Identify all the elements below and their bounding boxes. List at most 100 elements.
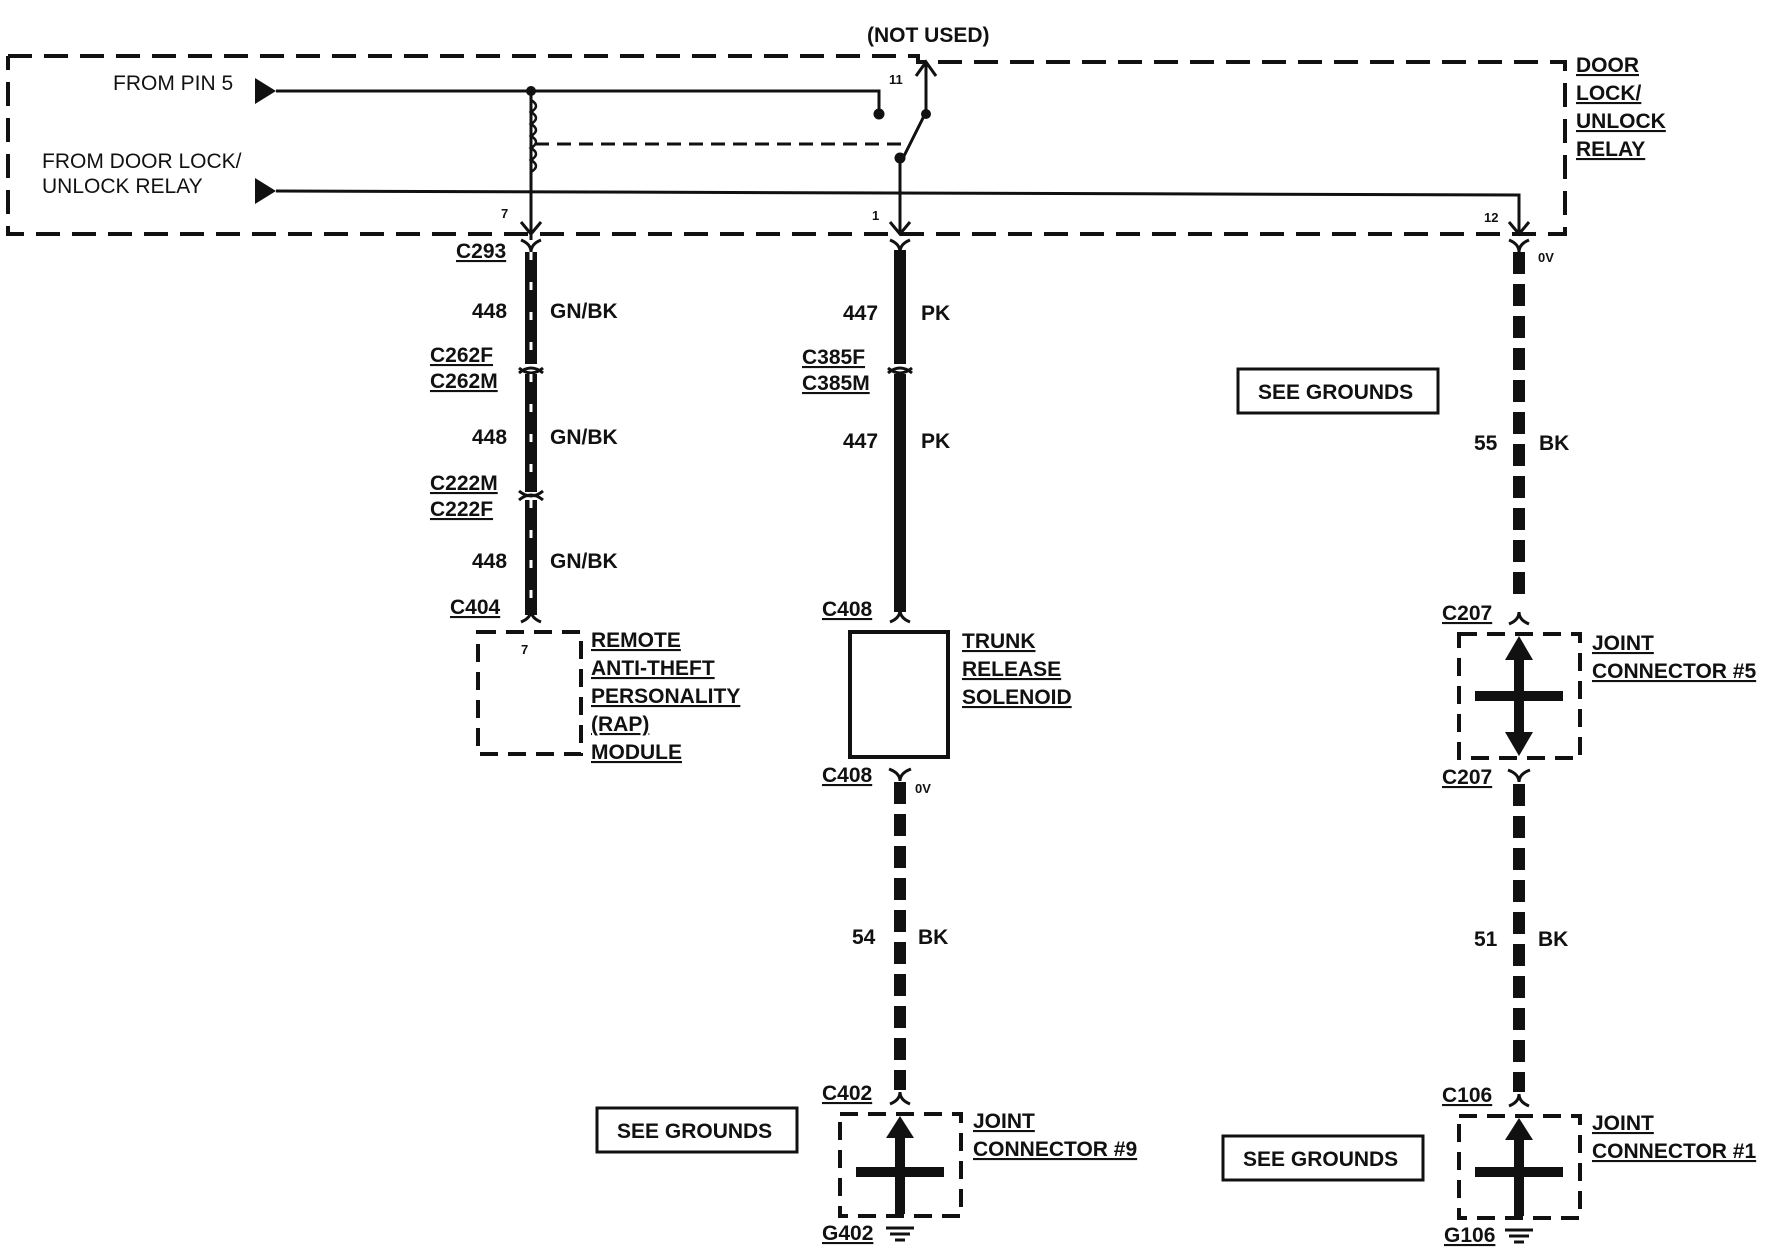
c408-top-fork bbox=[889, 609, 911, 624]
wire-51-color: BK bbox=[1538, 928, 1568, 951]
relay-outline bbox=[6, 54, 1567, 236]
wire-448-number-3: 448 bbox=[472, 550, 507, 573]
g402-label: G402 bbox=[822, 1222, 873, 1245]
jc1-name-1: JOINT bbox=[1592, 1112, 1654, 1135]
switch-contact-nc bbox=[873, 108, 885, 120]
c293-label: C293 bbox=[456, 240, 506, 263]
c408-bottom-fork bbox=[888, 767, 912, 782]
rap-name-3: PERSONALITY bbox=[591, 685, 740, 708]
pin12-arrow bbox=[1507, 221, 1531, 237]
wire-447-number-1: 447 bbox=[843, 302, 878, 325]
wire-447-color-1: PK bbox=[921, 302, 950, 325]
relay-name-1: DOOR bbox=[1576, 54, 1639, 77]
see-grounds-box-3 bbox=[1221, 1134, 1425, 1182]
c106-label: C106 bbox=[1442, 1084, 1492, 1107]
wire-54-number: 54 bbox=[852, 926, 876, 949]
wire-54-color: BK bbox=[918, 926, 948, 949]
pin-1: 1 bbox=[872, 208, 879, 223]
pin7-arrow bbox=[519, 221, 543, 237]
see-grounds-label-2: SEE GROUNDS bbox=[1258, 381, 1413, 404]
trunk-name-1: TRUNK bbox=[962, 630, 1036, 653]
wire-448-color-1: GN/BK bbox=[550, 300, 618, 323]
not-used-label: (NOT USED) bbox=[867, 24, 990, 47]
relay-name-2: LOCK/ bbox=[1576, 82, 1641, 105]
c402-fork bbox=[889, 1091, 911, 1106]
joint-connector-5-arrow-down bbox=[1505, 732, 1533, 756]
c207-bottom-label: C207 bbox=[1442, 766, 1492, 789]
g106-ground-icon bbox=[1505, 1228, 1533, 1244]
trunk-name-3: SOLENOID bbox=[962, 686, 1072, 709]
pin-11: 11 bbox=[889, 72, 903, 87]
c385-connector bbox=[887, 366, 913, 375]
c402-label: C402 bbox=[822, 1082, 872, 1105]
wire-51-number: 51 bbox=[1474, 928, 1498, 951]
relay-output-12 bbox=[275, 189, 1521, 232]
pin-12: 12 bbox=[1484, 210, 1498, 225]
relay-name-3: UNLOCK bbox=[1576, 110, 1666, 133]
wire-448-number-2: 448 bbox=[472, 426, 507, 449]
trunk-solenoid-box bbox=[848, 630, 950, 759]
g402-ground-icon bbox=[886, 1226, 914, 1242]
voltage-c408: 0V bbox=[915, 781, 931, 796]
joint-connector-5-cross-icon bbox=[1475, 648, 1563, 744]
relay-switch-arm bbox=[901, 62, 928, 159]
wire-55-number: 55 bbox=[1474, 432, 1498, 455]
c262-connector bbox=[518, 366, 544, 375]
c385f-label: C385F bbox=[802, 346, 865, 369]
door-lock-relay: (NOT USED) FROM PIN 5 FROM DOOR LOCK/ UN… bbox=[6, 24, 1666, 240]
pin5-junction bbox=[526, 86, 536, 96]
joint-connector-1-arrow bbox=[1505, 1118, 1533, 1140]
joint-connector-1-cross-icon bbox=[1475, 1128, 1563, 1216]
wire-448-number-1: 448 bbox=[472, 300, 507, 323]
from-pin5-arrow bbox=[255, 78, 276, 104]
relay-coil-icon bbox=[528, 98, 538, 174]
voltage-pin12: 0V bbox=[1538, 250, 1554, 265]
joint-connector-9-box bbox=[838, 1112, 963, 1218]
not-used-arrow bbox=[914, 59, 938, 77]
pin-7: 7 bbox=[501, 206, 508, 221]
from-relay-label-1: FROM DOOR LOCK/ bbox=[42, 150, 242, 173]
rap-name-5: MODULE bbox=[591, 741, 682, 764]
rap-name-2: ANTI-THEFT bbox=[591, 657, 715, 680]
wire-447-color-2: PK bbox=[921, 430, 950, 453]
circuit-448-column: C293 448 GN/BK C262F C262M 448 GN/BK C22… bbox=[430, 238, 740, 764]
joint-connector-9-arrow bbox=[886, 1116, 914, 1138]
trunk-name-2: RELEASE bbox=[962, 658, 1061, 681]
c222-connector bbox=[518, 489, 544, 502]
c106-fork bbox=[1508, 1093, 1530, 1108]
c404-fork bbox=[520, 609, 542, 624]
switch-contact-no bbox=[921, 109, 931, 119]
relay-name-4: RELAY bbox=[1576, 138, 1645, 161]
pin12-fork bbox=[1508, 238, 1530, 253]
rap-name-4: (RAP) bbox=[591, 713, 649, 736]
from-relay-arrow bbox=[255, 178, 276, 204]
g106-label: G106 bbox=[1444, 1224, 1495, 1247]
wire-55-color: BK bbox=[1539, 432, 1569, 455]
see-grounds-label-1: SEE GROUNDS bbox=[617, 1120, 772, 1143]
c207-top-label: C207 bbox=[1442, 602, 1492, 625]
c404-label: C404 bbox=[450, 596, 501, 619]
c222f-label: C222F bbox=[430, 498, 493, 521]
jc5-name-2: CONNECTOR #5 bbox=[1592, 660, 1756, 683]
jc1-name-2: CONNECTOR #1 bbox=[1592, 1140, 1756, 1163]
wire-448-color-2: GN/BK bbox=[550, 426, 618, 449]
c262f-label: C262F bbox=[430, 344, 493, 367]
see-grounds-box-1 bbox=[595, 1106, 799, 1154]
see-grounds-label-3: SEE GROUNDS bbox=[1243, 1148, 1398, 1171]
c207-top-fork bbox=[1508, 611, 1530, 626]
jc5-name-1: JOINT bbox=[1592, 632, 1654, 655]
wire-448-color-3: GN/BK bbox=[550, 550, 618, 573]
rap-module-pin-7: 7 bbox=[521, 642, 528, 657]
c222m-label: C222M bbox=[430, 472, 498, 495]
rap-module-box bbox=[476, 630, 583, 756]
c408-top-label: C408 bbox=[822, 598, 873, 621]
c207-bottom-fork bbox=[1507, 768, 1531, 783]
from-pin5-label: FROM PIN 5 bbox=[113, 72, 233, 95]
from-relay-label-2: UNLOCK RELAY bbox=[42, 175, 203, 198]
joint-connector-1-box bbox=[1457, 1114, 1582, 1220]
c385m-label: C385M bbox=[802, 372, 870, 395]
wire-447-number-2: 447 bbox=[843, 430, 878, 453]
switch-common bbox=[894, 152, 906, 164]
c408-bottom-label: C408 bbox=[822, 764, 873, 787]
